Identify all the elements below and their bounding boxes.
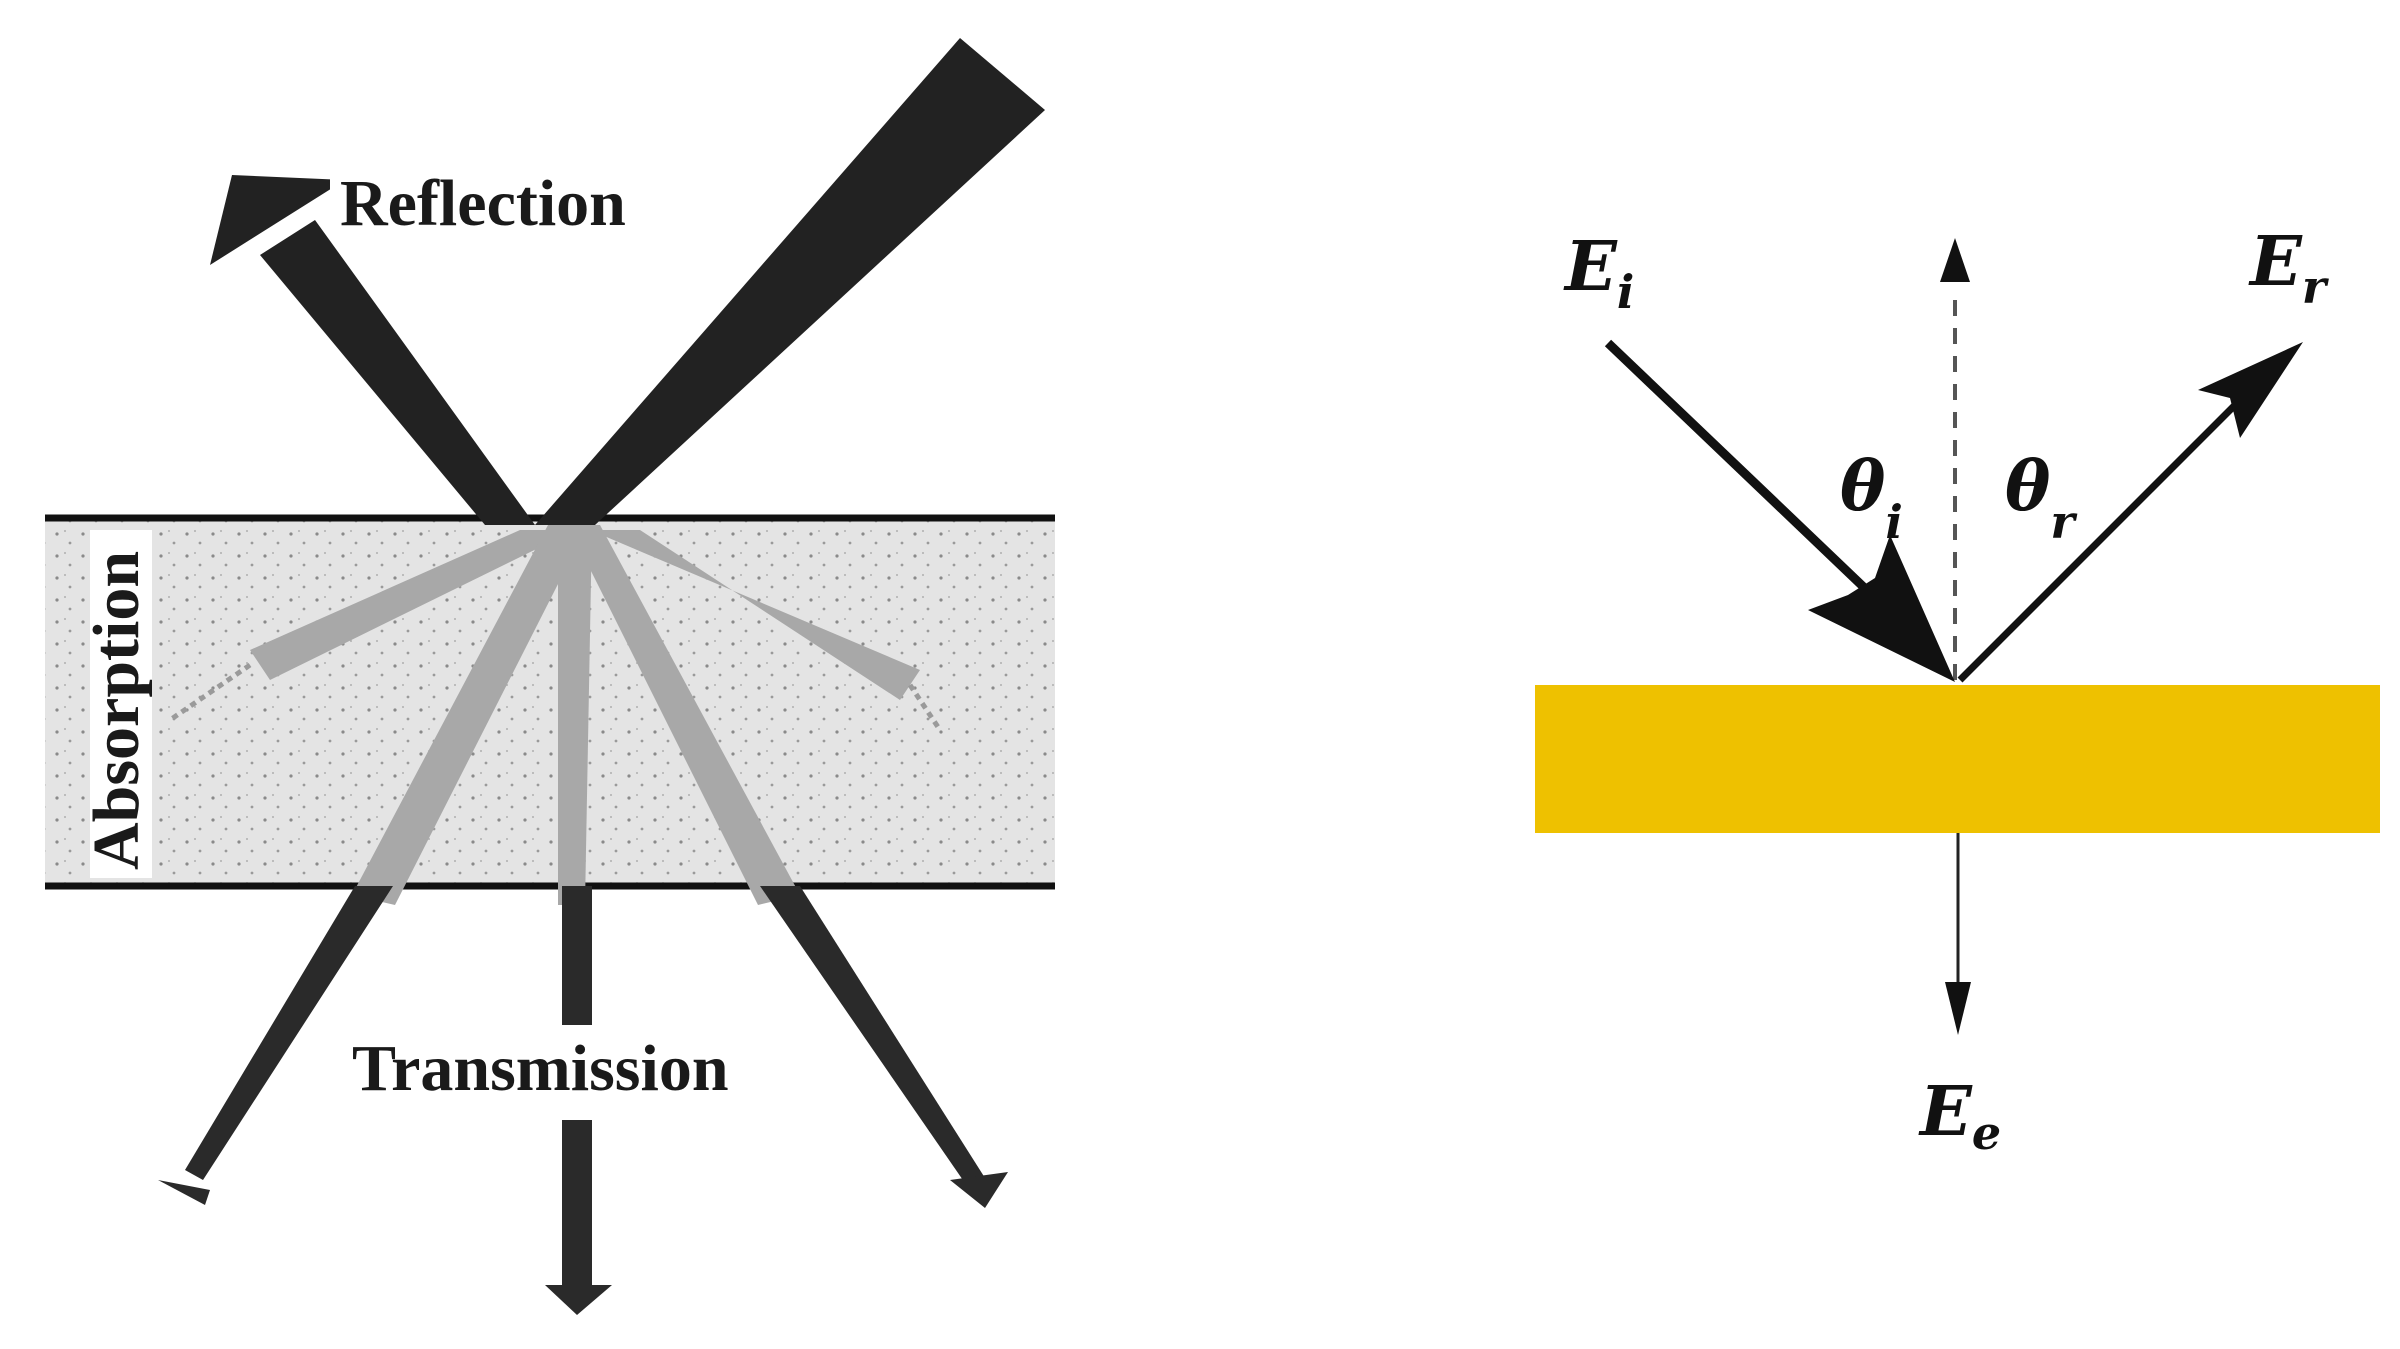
absorption-label-background — [90, 530, 152, 878]
incident-angle-label: θi — [1840, 447, 1903, 549]
incident-field-arrowhead — [1808, 535, 1955, 682]
reflection-absorption-transmission-diagram: Reflection Absorption Transmission — [45, 38, 1055, 1315]
reflection-label-backdrop — [330, 150, 700, 240]
reflected-field-label: Er — [2248, 222, 2330, 314]
reflecting-surface — [1535, 685, 2380, 833]
incident-beam — [535, 38, 1045, 525]
transmission-arrows — [158, 886, 1008, 1315]
reflected-field-arrow — [1957, 372, 2268, 683]
transmission-label: Transmission — [352, 1032, 729, 1105]
reflection-arrow — [210, 175, 535, 525]
surface-normal-arrowhead — [1940, 238, 1970, 282]
reflected-field-arrowhead — [2198, 342, 2303, 438]
absorption-label: Absorption — [80, 551, 153, 870]
field-reflection-diagram: Ei Er Ee θi θr — [1535, 222, 2380, 1160]
transmission-label-backdrop — [345, 1025, 790, 1120]
absorption-ray-tails — [168, 662, 943, 732]
emitted-field-label: Ee — [1918, 1072, 2001, 1160]
reflection-label: Reflection — [340, 167, 626, 240]
incident-field-label: Ei — [1563, 227, 1634, 319]
reflected-angle-label: θr — [2005, 447, 2078, 549]
absorbed-rays — [250, 525, 920, 905]
emitted-field-arrowhead — [1945, 982, 1971, 1035]
